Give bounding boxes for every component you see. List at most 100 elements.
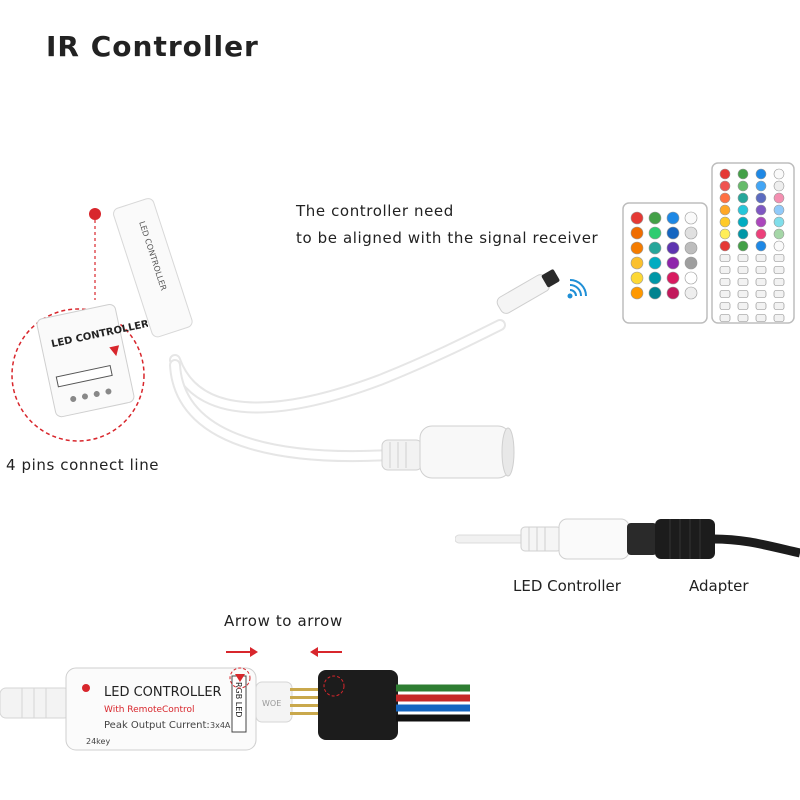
remote-button xyxy=(630,211,644,225)
ir-receiver-plug xyxy=(496,269,560,314)
pins-caption: 4 pins connect line xyxy=(6,456,160,474)
remote-function-button xyxy=(773,314,785,322)
remote-button xyxy=(666,226,680,240)
bottom-peak-value: 3x4A xyxy=(210,721,231,730)
remote-function-button xyxy=(737,314,749,322)
remote-button xyxy=(648,256,662,270)
remote-button xyxy=(684,256,698,270)
remote-function-button xyxy=(737,302,749,310)
remote-function-button xyxy=(737,254,749,262)
remote-button xyxy=(773,204,785,216)
remote-button xyxy=(737,168,749,180)
led-controller-caption: LED Controller xyxy=(513,577,621,595)
remote-button xyxy=(719,180,731,192)
remote-function-button xyxy=(755,254,767,262)
remote-function-button xyxy=(773,302,785,310)
remote-24key xyxy=(622,202,708,324)
remote-button xyxy=(684,241,698,255)
bottom-controller-illustration: LED CONTROLLER With RemoteControl Peak O… xyxy=(0,647,470,751)
bottom-key-count: 24key xyxy=(86,737,110,746)
bottom-controller-name: LED CONTROLLER xyxy=(104,685,222,700)
remote-button xyxy=(666,271,680,285)
remote-function-button xyxy=(755,290,767,298)
remote-button xyxy=(773,180,785,192)
remote-button xyxy=(684,271,698,285)
remote-button xyxy=(684,211,698,225)
remote-function-button xyxy=(755,314,767,322)
remote-button xyxy=(773,216,785,228)
remote-44key xyxy=(711,162,795,324)
remote-button xyxy=(737,216,749,228)
controller-body-angled: LED CONTROLLER xyxy=(113,198,193,338)
remote-button xyxy=(737,204,749,216)
bottom-peak-output: Peak Output Current: xyxy=(104,720,210,731)
remote-function-button xyxy=(755,266,767,274)
remote-button xyxy=(630,226,644,240)
bottom-rgb-label: RGB LED xyxy=(234,682,243,717)
bottom-with-remote: With RemoteControl xyxy=(104,705,195,715)
remote-button xyxy=(755,216,767,228)
remote-button xyxy=(719,168,731,180)
page-title: IR Controller xyxy=(46,30,259,63)
remote-button xyxy=(648,211,662,225)
alignment-caption-line1: The controller need xyxy=(296,202,454,220)
adapter-connection xyxy=(455,518,800,560)
remote-button xyxy=(737,228,749,240)
adapter-caption: Adapter xyxy=(689,577,749,595)
remote-button xyxy=(755,228,767,240)
remote-function-button xyxy=(773,278,785,286)
remote-button xyxy=(719,204,731,216)
remote-button xyxy=(737,192,749,204)
remote-button xyxy=(648,226,662,240)
remote-button xyxy=(630,256,644,270)
remote-button xyxy=(630,271,644,285)
controller-cable-illustration: LED CONTROLLER xyxy=(89,198,560,479)
arrow-to-arrow-caption: Arrow to arrow xyxy=(224,612,343,630)
remote-button xyxy=(648,286,662,300)
remote-button xyxy=(755,192,767,204)
remote-button xyxy=(755,168,767,180)
remote-button xyxy=(737,240,749,252)
remote-function-button xyxy=(773,266,785,274)
remote-button xyxy=(648,271,662,285)
remote-function-button xyxy=(737,266,749,274)
signal-icon xyxy=(567,279,587,299)
remote-button xyxy=(773,192,785,204)
bottom-brand: WOE xyxy=(262,699,281,708)
remote-button xyxy=(773,240,785,252)
remote-button xyxy=(666,256,680,270)
remote-button xyxy=(737,180,749,192)
remote-function-button xyxy=(719,254,731,262)
remote-button xyxy=(684,226,698,240)
remote-function-button xyxy=(737,290,749,298)
remote-button xyxy=(648,241,662,255)
remote-function-button xyxy=(719,266,731,274)
alignment-caption-line2: to be aligned with the signal receiver xyxy=(296,229,599,247)
remote-function-button xyxy=(773,290,785,298)
remote-button xyxy=(630,241,644,255)
remote-button xyxy=(719,216,731,228)
remote-function-button xyxy=(755,302,767,310)
remote-button xyxy=(773,228,785,240)
remote-button xyxy=(773,168,785,180)
remote-button xyxy=(684,286,698,300)
dc-female-connector xyxy=(381,425,515,479)
remote-function-button xyxy=(719,290,731,298)
remote-function-button xyxy=(755,278,767,286)
remote-button xyxy=(630,286,644,300)
remote-button xyxy=(755,240,767,252)
remote-function-button xyxy=(719,314,731,322)
pins-zoom-circle: LED CONTROLLER xyxy=(11,303,148,442)
remote-function-button xyxy=(773,254,785,262)
remote-button xyxy=(666,286,680,300)
remote-button xyxy=(719,240,731,252)
remote-function-button xyxy=(737,278,749,286)
remote-button xyxy=(666,211,680,225)
remote-function-button xyxy=(719,302,731,310)
remote-function-button xyxy=(719,278,731,286)
remote-button xyxy=(719,228,731,240)
remote-button xyxy=(755,180,767,192)
remote-button xyxy=(666,241,680,255)
remote-button xyxy=(719,192,731,204)
remote-button xyxy=(755,204,767,216)
